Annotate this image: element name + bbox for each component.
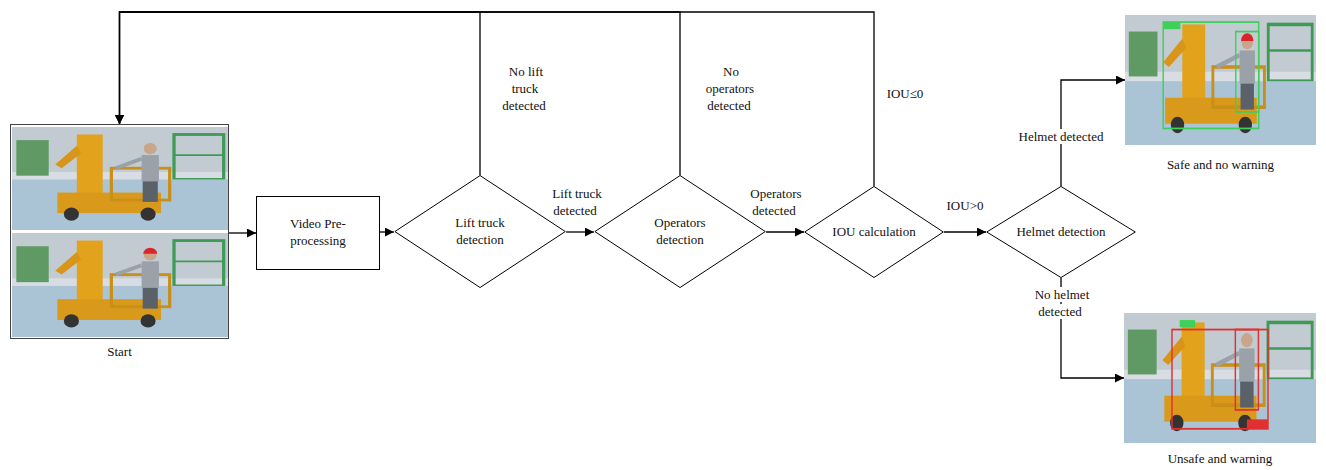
- flow-arrow: [566, 231, 594, 232]
- flow-arrow: [229, 232, 256, 233]
- edge-label: IOU≤0: [885, 86, 926, 101]
- flow-arrow: [120, 12, 481, 175]
- edge-label-holder: No helmet detected: [1028, 287, 1094, 321]
- image-caption: Safe and no warning: [1167, 157, 1274, 174]
- edge-label-holder: No operators detected: [699, 64, 761, 115]
- edge-label: No helmet detected: [1033, 287, 1090, 319]
- edge-label: Operators detected: [748, 186, 801, 218]
- node-label: Video Pre-processing: [272, 216, 364, 250]
- flow-arrow: [120, 12, 875, 186]
- node-label: IOU calculation: [832, 224, 915, 241]
- safe-photo: [1125, 15, 1316, 145]
- edge-label-holder: Lift truck detected: [544, 186, 608, 220]
- flow-arrow: [766, 231, 804, 232]
- result-image: Safe and no warning: [1125, 15, 1316, 145]
- node-label: Lift truck detection: [432, 215, 527, 249]
- edge-label: No operators detected: [706, 64, 754, 113]
- edge-label-holder: Operators detected: [743, 186, 807, 220]
- result-image: Unsafe and warning: [1124, 313, 1316, 443]
- start-box: Start: [10, 124, 229, 339]
- edge-label-holder: IOU≤0: [880, 86, 930, 103]
- edge-label-holder: No lift truck detected: [496, 64, 554, 115]
- image-caption: Start: [107, 344, 132, 361]
- caption-holder: Safe and no warning: [1065, 157, 1326, 174]
- edge-label: No lift truck detected: [502, 64, 547, 113]
- decision-diamond: Lift truck detection: [394, 175, 566, 288]
- node-label: Helmet detection: [1016, 224, 1105, 241]
- decision-diamond: Helmet detection: [986, 186, 1136, 278]
- decision-diamond: IOU calculation: [804, 186, 944, 278]
- node-label: Operators detection: [632, 215, 727, 249]
- edge-label-holder: IOU>0: [940, 198, 990, 215]
- flow-arrow: [944, 231, 986, 232]
- start-photo-bottom: [12, 233, 228, 337]
- caption-holder: Start: [0, 344, 288, 361]
- flow-arrow: [120, 12, 681, 175]
- image-caption: Unsafe and warning: [1168, 451, 1273, 468]
- unsafe-photo: [1124, 313, 1316, 443]
- edge-label-holder: Helmet detected: [1006, 129, 1116, 146]
- flow-arrow: [380, 231, 394, 232]
- process-box: Video Pre-processing: [256, 196, 380, 270]
- start-photo-top: [12, 127, 228, 230]
- decision-diamond: Operators detection: [594, 175, 766, 288]
- caption-holder: Unsafe and warning: [1064, 451, 1326, 468]
- edge-label: IOU>0: [945, 198, 986, 213]
- edge-label: Helmet detected: [1017, 129, 1106, 144]
- edge-label: Lift truck detected: [550, 186, 601, 218]
